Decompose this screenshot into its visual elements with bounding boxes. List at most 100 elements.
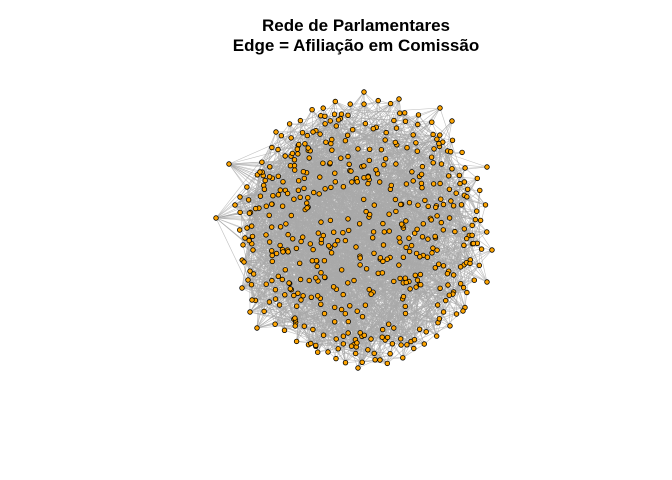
network-node [332, 170, 338, 176]
network-node [288, 135, 294, 141]
network-node [458, 202, 465, 208]
network-node [359, 314, 366, 320]
network-node [456, 172, 463, 179]
network-edge [259, 171, 473, 236]
network-node [398, 342, 404, 348]
network-node [474, 175, 480, 182]
network-edge [365, 123, 462, 206]
network-node [245, 197, 252, 203]
network-edge [259, 127, 397, 173]
network-node [464, 289, 470, 296]
network-node [247, 309, 253, 315]
network-node [241, 259, 247, 265]
network-node [322, 113, 328, 119]
network-edge [312, 130, 317, 261]
network-node [298, 297, 304, 303]
network-node [425, 203, 431, 210]
network-node [306, 277, 312, 284]
network-node [375, 97, 381, 104]
network-node [449, 166, 455, 172]
network-node [406, 248, 413, 255]
network-node [437, 105, 443, 111]
network-node [335, 117, 342, 123]
network-node [327, 160, 333, 166]
network-node [388, 182, 394, 189]
network-node [259, 159, 265, 165]
network-node [289, 150, 296, 157]
network-node [313, 342, 319, 349]
network-edge [336, 128, 374, 290]
network-node [278, 132, 284, 139]
network-node [435, 302, 441, 308]
network-node [250, 247, 256, 253]
network-edge [252, 249, 446, 301]
network-edge [251, 299, 388, 338]
network-node [387, 351, 393, 357]
network-edge [215, 217, 388, 364]
network-node [398, 221, 405, 227]
network-node [321, 274, 328, 280]
network-node [348, 168, 354, 174]
network-node [440, 227, 446, 233]
plot-title-line-2: Edge = Afiliação em Comissão [232, 36, 480, 55]
network-node [410, 178, 416, 184]
network-node [383, 156, 389, 162]
network-node [400, 293, 407, 300]
network-node [449, 118, 455, 124]
network-node [432, 265, 438, 271]
network-edge [415, 114, 419, 143]
network-node [384, 360, 390, 367]
network-node [293, 245, 300, 252]
network-node [430, 245, 436, 251]
network-node [440, 263, 447, 269]
network-node [470, 240, 477, 247]
network-node [314, 263, 320, 270]
network-node [297, 276, 304, 283]
network-node [361, 332, 367, 338]
network-node [246, 237, 252, 244]
network-node [332, 242, 338, 248]
network-node [262, 177, 268, 184]
network-node [315, 293, 321, 299]
network-edge [363, 103, 401, 205]
network-node [327, 118, 333, 124]
network-node [237, 194, 243, 200]
network-node [345, 216, 351, 222]
network-node [400, 355, 406, 361]
network-node [272, 321, 278, 327]
network-node [272, 287, 279, 293]
network-edge [269, 166, 390, 232]
network-node [447, 323, 453, 329]
network-node [469, 232, 475, 238]
network-edge [239, 212, 248, 229]
network-node [296, 177, 302, 184]
network-node [329, 136, 335, 143]
network-node [300, 168, 307, 175]
network-edge [356, 128, 374, 179]
network-node [330, 284, 337, 290]
network-edge [239, 143, 439, 198]
network-node [363, 208, 369, 215]
network-node [275, 173, 281, 179]
network-node [291, 157, 298, 163]
network-node [380, 258, 386, 265]
network-node [380, 326, 386, 333]
network-node [477, 187, 483, 194]
network-node [464, 194, 470, 200]
network-node [257, 193, 264, 199]
network-node [472, 216, 479, 223]
plot-title: Rede de Parlamentares Edge = Afiliação e… [0, 16, 672, 56]
network-edge [246, 227, 420, 285]
network-node [317, 131, 323, 137]
network-edge [433, 151, 451, 185]
network-node [419, 184, 425, 191]
network-edge [252, 213, 390, 251]
plot-title-line-1: Rede de Parlamentares [261, 16, 451, 35]
network-node [331, 229, 337, 235]
network-node [287, 162, 294, 169]
network-edge [298, 127, 377, 145]
network-node [355, 365, 361, 371]
network-node [290, 236, 296, 242]
network-node [418, 180, 425, 187]
